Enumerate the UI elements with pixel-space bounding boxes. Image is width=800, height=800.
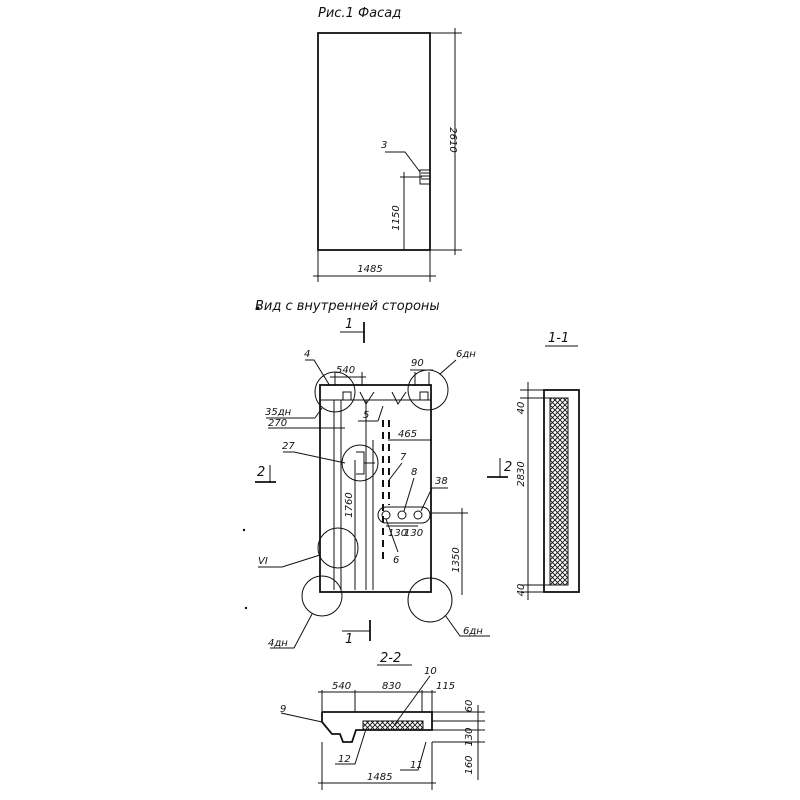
facade-view: Рис.1 Фасад 2610 1485 3 1150 — [313, 6, 462, 282]
section-2-2-dim-60: 60 — [464, 700, 475, 713]
section-2-2-dim-830: 830 — [382, 681, 401, 692]
facade-height-label: 2610 — [447, 127, 458, 152]
facade-width-label: 1485 — [357, 264, 382, 275]
section-2-2-title: 2-2 — [380, 651, 401, 666]
leader-4 — [305, 359, 331, 387]
ink-dot — [256, 306, 260, 310]
facade-mark-label: 1150 — [391, 205, 402, 230]
callout-7: 7 — [400, 452, 407, 463]
leader-10 — [394, 675, 431, 725]
section-1-top-label: 1 — [345, 317, 353, 332]
detail-circle-27 — [341, 444, 379, 482]
leader-4bn — [270, 613, 313, 649]
callout-4bn: 4дн — [268, 638, 288, 649]
facade-title: Рис.1 Фасад — [318, 6, 401, 21]
callout-12: 12 — [338, 754, 351, 765]
leader-6bn-bottom — [444, 614, 490, 637]
detail-circle-6bn-top — [407, 369, 449, 411]
section-1-1-outline — [543, 389, 580, 593]
inner-panel-outline — [319, 384, 432, 593]
detail-circle-4bn — [301, 575, 343, 617]
inner-dim-130b: 130 — [404, 528, 423, 539]
callout-4: 4 — [304, 349, 310, 360]
leader-8 — [403, 477, 415, 512]
callout-6bn-top: 6дн — [456, 349, 476, 360]
inner-top-part — [419, 391, 429, 401]
section-2-2-dim-160: 160 — [464, 755, 475, 774]
callout-8: 8 — [411, 467, 417, 478]
callout-9: 9 — [280, 704, 286, 715]
callout-5: 5 — [363, 410, 369, 421]
inner-hole — [413, 510, 423, 520]
leader-7 — [388, 462, 403, 481]
inner-dim-270: 270 — [268, 418, 287, 429]
inner-notch — [391, 391, 407, 405]
section-1-1-dim-top: 40 — [516, 402, 527, 415]
facade-leader-3 — [385, 151, 421, 173]
section-2-2-dim-130: 130 — [464, 727, 475, 746]
leader-6bn-top — [439, 359, 457, 375]
callout-38: 38 — [435, 476, 448, 487]
detail-circle-6bn-bottom — [407, 577, 453, 623]
callout-27: 27 — [282, 441, 295, 452]
inner-view-title: Вид с внутренней стороны — [255, 299, 440, 314]
callout-10: 10 — [424, 666, 437, 677]
ink-dot — [244, 606, 248, 610]
leader-27 — [283, 451, 346, 464]
detail-circle-VI — [317, 527, 359, 569]
section-1-1-title: 1-1 — [548, 331, 569, 346]
callout-6bn-bottom: 6дн — [463, 626, 483, 637]
section-1-1-dim-mid: 2830 — [516, 461, 527, 486]
section-1-1-dim-bottom: 40 — [516, 584, 527, 597]
callout-35bn: 35дн — [265, 407, 292, 418]
inner-dim-1760: 1760 — [344, 492, 355, 517]
section-2-left-label: 2 — [257, 465, 265, 480]
inner-top-part — [342, 391, 352, 401]
facade-callout-3: 3 — [381, 140, 387, 151]
leader-5 — [377, 405, 384, 422]
inner-dim-130a: 130 — [388, 528, 407, 539]
inner-dim-90: 90 — [411, 358, 424, 369]
section-2-2-dim-540: 540 — [332, 681, 351, 692]
inner-dim-465: 465 — [398, 429, 417, 440]
leader-12 — [335, 728, 367, 765]
leader-11 — [400, 741, 427, 771]
inner-side-view: Вид с внутренней стороны 1 1 2 2 — [242, 299, 512, 649]
callout-VI: VI — [258, 556, 268, 567]
callout-11: 11 — [410, 760, 423, 771]
leader-38 — [420, 487, 448, 512]
section-2-2: 2-2 540 830 115 60 130 160 1485 9 10 12 — [280, 651, 485, 790]
inner-dim-540: 540 — [336, 365, 355, 376]
section-2-2-insulation — [362, 720, 424, 731]
section-1-1: 1-1 40 2830 40 — [516, 331, 580, 600]
inner-hole — [381, 510, 391, 520]
section-2-right-label: 2 — [504, 460, 512, 475]
facade-panel-outline — [317, 32, 431, 251]
leader-9 — [280, 712, 323, 723]
section-1-1-insulation — [549, 397, 569, 586]
inner-dim-1350: 1350 — [451, 547, 462, 572]
inner-notch — [359, 391, 375, 405]
section-1-bottom-label: 1 — [345, 632, 353, 647]
inner-embedded-plate — [356, 451, 365, 475]
section-2-2-dim-115: 115 — [436, 681, 455, 692]
leader-6 — [385, 518, 399, 553]
leader-35bn — [314, 407, 323, 419]
inner-slot — [377, 506, 431, 524]
leader-VI — [258, 554, 321, 568]
section-2-2-dim-total: 1485 — [367, 772, 392, 783]
callout-6: 6 — [393, 555, 399, 566]
ink-dot — [242, 528, 246, 532]
inner-hole — [397, 510, 407, 520]
